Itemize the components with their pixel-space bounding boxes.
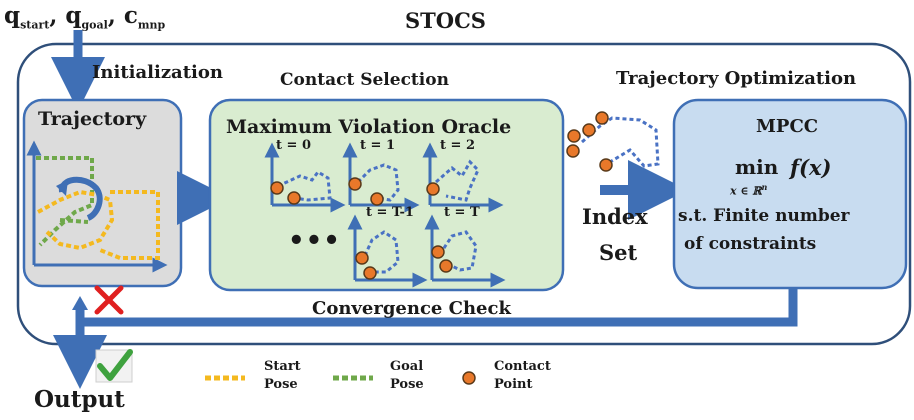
oracle-title: Maximum Violation Oracle	[226, 116, 512, 138]
contact-point	[439, 259, 453, 273]
step-tT: t = T	[444, 205, 480, 220]
contact-point	[431, 245, 445, 259]
step-tT1: t = T-1	[366, 205, 414, 220]
contact-point	[348, 177, 362, 191]
mpcc-constraint-line1: s.t. Finite number	[678, 206, 850, 226]
index-set-line1: Index	[582, 204, 648, 229]
fail-x-icon	[94, 285, 124, 315]
contact-point	[370, 192, 384, 206]
contact-selection-label: Contact Selection	[280, 70, 449, 90]
contact-points	[270, 177, 453, 280]
index-set-plot	[566, 111, 660, 172]
contact-point	[426, 182, 440, 196]
index-set-line2: Set	[599, 240, 638, 265]
mpcc-min: min	[735, 155, 779, 179]
trajectory-title: Trajectory	[38, 108, 147, 130]
convergence-label: Convergence Check	[312, 298, 511, 319]
step-t1: t = 1	[360, 138, 395, 153]
step-t2: t = 2	[440, 138, 475, 153]
contact-point	[355, 251, 369, 265]
mpcc-fx: f(x)	[790, 155, 832, 180]
stocs-frame	[16, 42, 912, 346]
initialization-label: Initialization	[92, 62, 223, 83]
trajectory-plot	[26, 140, 168, 273]
stocs-title: STOCS	[405, 8, 486, 33]
contact-point	[363, 266, 377, 280]
step-t0: t = 0	[276, 138, 311, 153]
mpcc-constraint-line2: of constraints	[684, 234, 817, 254]
ellipsis: •••	[288, 226, 341, 256]
plot-tT1	[347, 214, 428, 288]
contact-point	[287, 191, 301, 205]
success-check-icon	[95, 349, 133, 383]
mpcc-min-sub: x ∈ ℝn	[730, 182, 768, 198]
trajectory-optimization-label: Trajectory Optimization	[616, 68, 857, 89]
contact-point	[270, 181, 284, 195]
inputs-label: qstart, qgoal, cmnp	[4, 2, 166, 32]
convergence-loop	[75, 288, 798, 327]
plot-t1	[342, 142, 420, 213]
legend-contact-swatch	[462, 371, 476, 385]
plot-t2	[422, 142, 504, 213]
mpcc-title: MPCC	[756, 116, 819, 137]
plot-t0	[264, 142, 346, 213]
output-label: Output	[34, 386, 125, 413]
